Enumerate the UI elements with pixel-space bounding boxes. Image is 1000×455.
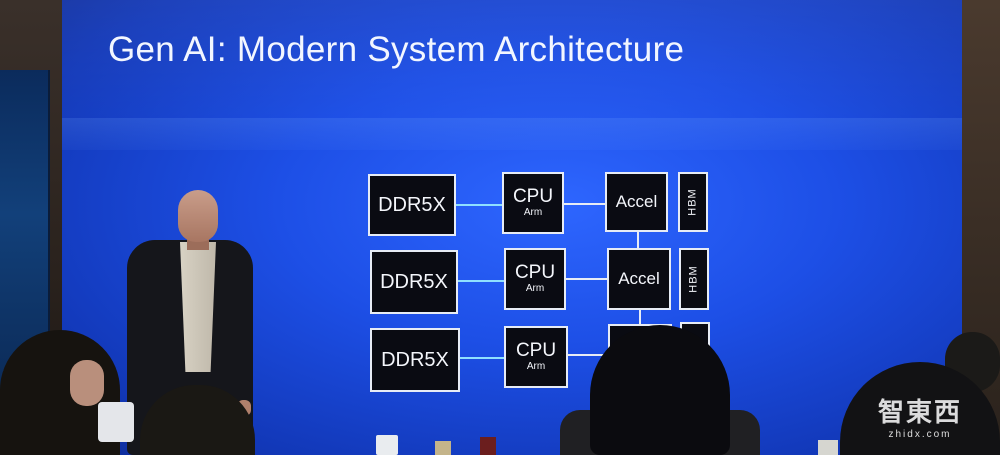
audience-member-center	[590, 325, 730, 455]
cpu-label: CPU	[515, 340, 557, 361]
microphone	[98, 402, 134, 442]
link-accel-row2-row3	[639, 310, 641, 324]
accel-label: Accel	[615, 192, 658, 211]
presenter-head	[178, 190, 218, 242]
ddr5x-label: DDR5X	[378, 193, 446, 216]
watermark: 智東西 zhidx.com	[878, 392, 962, 440]
cpu-block-row2: CPU Arm	[504, 248, 566, 310]
hbm-label: HBM	[688, 265, 701, 293]
link-cpu-accel-row3	[568, 354, 608, 356]
cpu-sub-label: Arm	[526, 361, 546, 372]
cpu-label: CPU	[514, 262, 556, 283]
ddr5x-block-row2: DDR5X	[370, 250, 458, 314]
screen-highlight-band	[62, 118, 962, 150]
ddr5x-block-row1: DDR5X	[368, 174, 456, 236]
cpu-label: CPU	[512, 186, 554, 207]
accel-block-row2: Accel	[607, 248, 671, 310]
cpu-block-row3: CPU Arm	[504, 326, 568, 388]
drink-can	[435, 441, 451, 455]
ddr5x-block-row3: DDR5X	[370, 328, 460, 392]
link-cpu-accel-row2	[566, 278, 608, 280]
drink-can-dark	[480, 437, 496, 455]
audience-face-left	[70, 360, 104, 406]
hbm-label: HBM	[687, 188, 700, 216]
ddr5x-label: DDR5X	[380, 270, 448, 293]
link-cpu-accel-row1	[564, 203, 606, 205]
watermark-url: zhidx.com	[888, 429, 952, 440]
link-accel-row1-row2	[637, 232, 639, 248]
hbm-block-row1: HBM	[678, 172, 708, 232]
link-ddr-cpu-row3	[460, 357, 504, 359]
ddr5x-label: DDR5X	[381, 348, 449, 371]
accel-block-row1: Accel	[605, 172, 668, 232]
link-ddr-cpu-row1	[456, 204, 502, 206]
accel-label: Accel	[618, 269, 660, 288]
cpu-sub-label: Arm	[523, 207, 543, 218]
hbm-block-row2: HBM	[679, 248, 709, 310]
presenter-shirt	[180, 242, 216, 372]
name-card	[818, 440, 838, 455]
cpu-block-row1: CPU Arm	[502, 172, 564, 234]
watermark-logo: 智東西	[878, 397, 963, 427]
slide-title: Gen AI: Modern System Architecture	[108, 30, 685, 69]
cpu-sub-label: Arm	[525, 283, 545, 294]
paper-cup	[376, 435, 398, 455]
link-ddr-cpu-row2	[458, 280, 504, 282]
